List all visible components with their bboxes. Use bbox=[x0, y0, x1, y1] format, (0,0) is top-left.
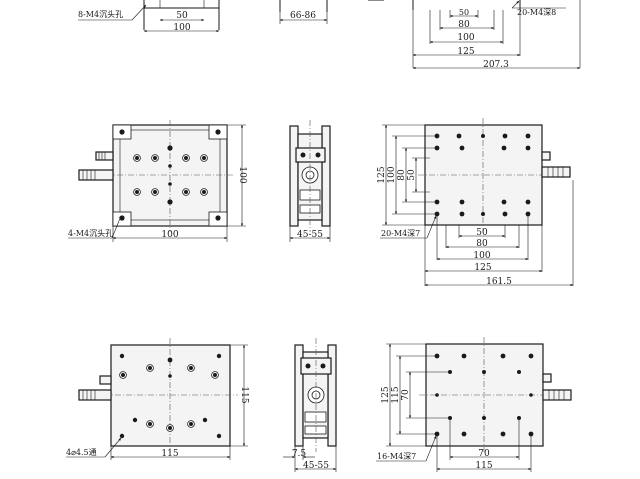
row2-front-note: 4-M4沉头孔 bbox=[68, 228, 113, 238]
row1-top-dim-80: 80 bbox=[458, 20, 470, 30]
row3-top-hdim-70: 70 bbox=[478, 449, 490, 459]
row2-top-hdim-125: 125 bbox=[474, 263, 491, 273]
row2-top-hdim-161: 161.5 bbox=[486, 277, 512, 287]
row3-top-micrometer bbox=[542, 373, 572, 401]
row2-front-dim-width: 100 bbox=[161, 230, 178, 240]
row1-top-note: 20-M4深8 bbox=[517, 8, 556, 17]
row3-front-micrometer bbox=[78, 375, 112, 401]
row2-top-vdim-125: 125 bbox=[377, 166, 387, 183]
row3-top-vdim-125: 125 bbox=[381, 386, 391, 403]
row1-top-view: 50 80 100 125 207.3 20-M4深8 bbox=[368, 0, 581, 70]
row3-top-view: 125 115 70 70 115 16-M4深7 bbox=[376, 337, 572, 472]
row3-front-dim-height: 115 bbox=[239, 386, 249, 403]
row3-front-view: 115 115 4⌀4.5通 bbox=[66, 338, 249, 460]
row3-side-view: 7.5 45-55 bbox=[283, 338, 337, 472]
row2-top-hdim-50: 50 bbox=[476, 228, 488, 238]
row2-top-view: 125 100 80 50 50 80 100 125 161.5 bbox=[377, 118, 574, 287]
row1-top-dim-125: 125 bbox=[457, 47, 474, 57]
row2-front-dim-height: 100 bbox=[237, 166, 247, 183]
row1-front-view: 50 100 8-M4沉头孔 bbox=[78, 0, 220, 33]
row2-side-dim: 45-55 bbox=[297, 230, 323, 240]
row3-front-note: 4⌀4.5通 bbox=[66, 447, 97, 457]
row3-top-note: 16-M4深7 bbox=[377, 452, 416, 461]
row2-top-micrometer bbox=[541, 151, 571, 178]
row3-top-hdim-115: 115 bbox=[475, 461, 492, 471]
row2-front-view: 100 100 4-M4沉头孔 bbox=[68, 120, 247, 242]
row3-top-vdim-115: 115 bbox=[391, 386, 401, 403]
row2-top-vdim-50: 50 bbox=[407, 169, 417, 181]
row2-top-note: 20-M4深7 bbox=[381, 229, 420, 238]
row1-top-dim-50: 50 bbox=[459, 8, 469, 17]
row2-front-micrometer bbox=[78, 151, 114, 181]
row1-front-dim-100: 100 bbox=[173, 23, 190, 33]
row3-front-holes bbox=[119, 353, 222, 439]
row3-front-dim-width: 115 bbox=[161, 449, 178, 459]
row2-top-vdim-100: 100 bbox=[387, 166, 397, 183]
row1-top-dim-207: 207.3 bbox=[483, 60, 509, 70]
row2-front-holes bbox=[133, 145, 208, 205]
row1-side-view: 66-86 bbox=[279, 0, 328, 24]
row3-side-dim-b: 45-55 bbox=[303, 461, 329, 471]
row3-side-dim-a: 7.5 bbox=[292, 449, 307, 459]
row2-top-vdim-80: 80 bbox=[397, 169, 407, 181]
row1-front-note: 8-M4沉头孔 bbox=[78, 9, 123, 19]
row1-side-dim: 66-86 bbox=[290, 11, 316, 21]
row2-top-hdim-80: 80 bbox=[476, 239, 488, 249]
row2-top-hdim-100: 100 bbox=[473, 251, 490, 261]
row3-top-vdim-70: 70 bbox=[401, 389, 411, 401]
row2-side-view: 45-55 bbox=[289, 120, 331, 242]
row2-top-holes bbox=[434, 133, 531, 217]
row1-top-dim-100: 100 bbox=[457, 33, 474, 43]
row1-front-dim-50: 50 bbox=[176, 11, 188, 21]
row3-top-holes bbox=[434, 353, 534, 437]
